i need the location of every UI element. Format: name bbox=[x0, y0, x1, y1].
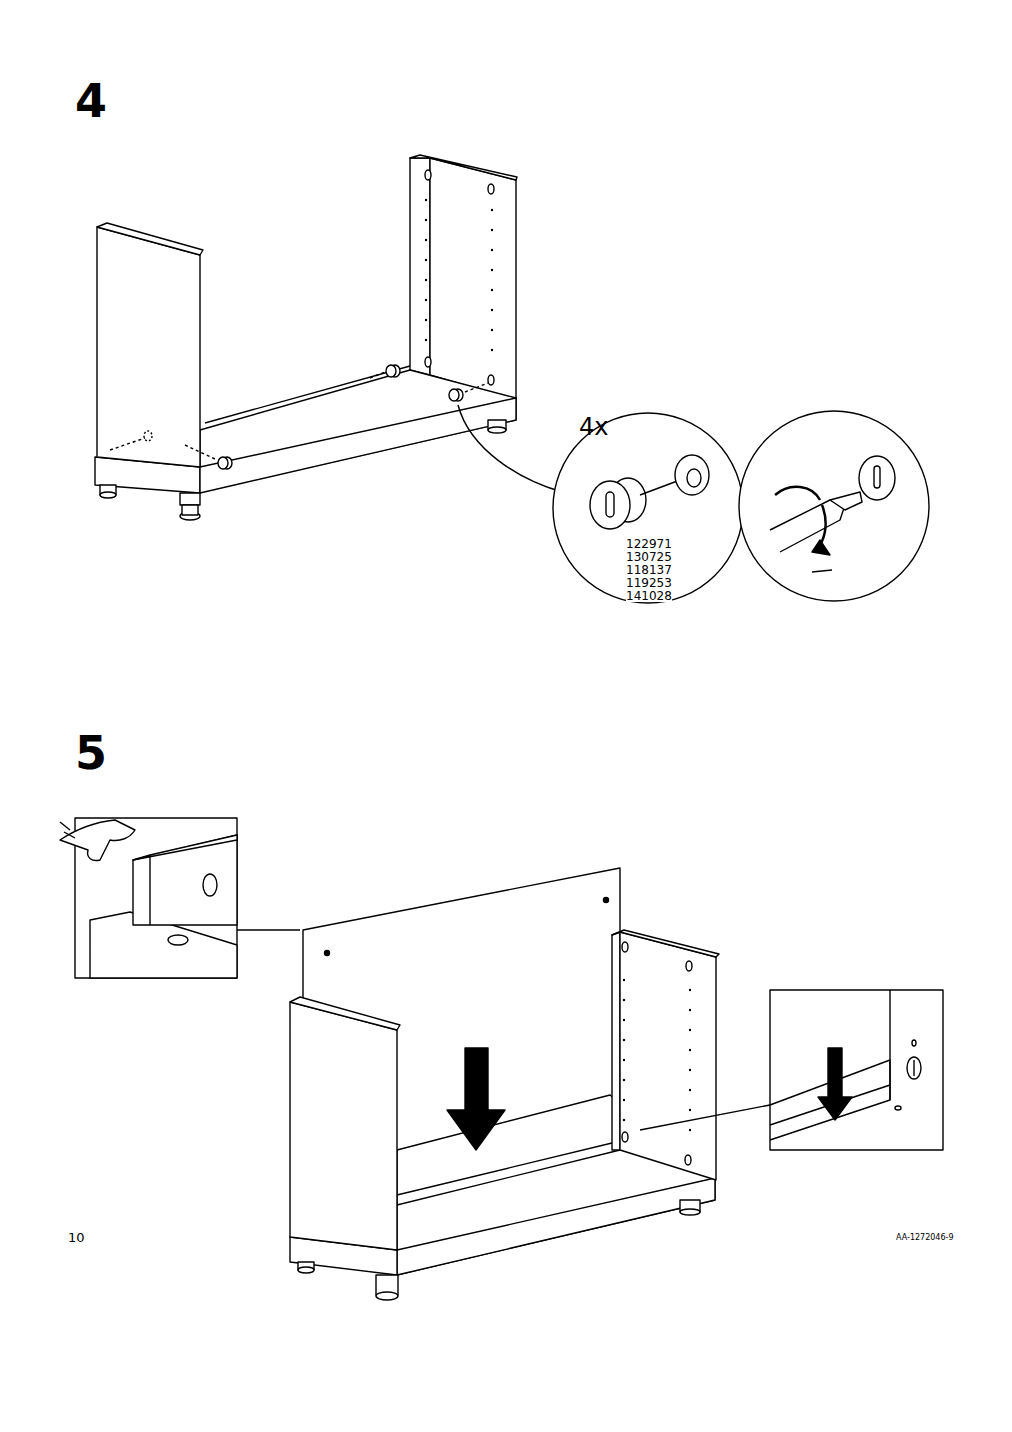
hole bbox=[488, 375, 494, 385]
bottom-edge bbox=[397, 1150, 620, 1205]
bottom-panel bbox=[200, 370, 516, 492]
panel-detail bbox=[133, 835, 237, 860]
side-panel bbox=[430, 158, 516, 400]
guide-line bbox=[465, 383, 488, 392]
side-panel bbox=[97, 227, 200, 467]
part-number: 119253 bbox=[626, 577, 672, 589]
screwdriver bbox=[770, 456, 895, 572]
panel-edge bbox=[410, 158, 430, 375]
leader-line bbox=[458, 405, 562, 492]
panel-top bbox=[612, 930, 719, 957]
panel-top bbox=[290, 997, 400, 1030]
leader-line bbox=[640, 1105, 770, 1130]
hole bbox=[168, 935, 188, 945]
bottom-edge bbox=[397, 1143, 612, 1195]
part-number: 118137 bbox=[626, 564, 672, 576]
plinth bbox=[397, 1178, 715, 1275]
quantity: 4x bbox=[579, 415, 608, 439]
panel-top bbox=[410, 155, 517, 180]
side-panel bbox=[620, 932, 716, 1180]
panel-edge bbox=[612, 932, 620, 1150]
foot bbox=[100, 420, 506, 520]
hand-icon bbox=[60, 820, 135, 861]
detail-box bbox=[770, 990, 943, 1150]
page-number: 10 bbox=[68, 1231, 85, 1244]
guide-line bbox=[370, 372, 385, 378]
guide-line bbox=[110, 438, 145, 450]
step-number: 4 bbox=[75, 78, 107, 124]
panel-top bbox=[97, 223, 203, 255]
arrow-down bbox=[818, 1048, 852, 1120]
panel-detail bbox=[133, 835, 237, 925]
detail-circle bbox=[739, 411, 929, 601]
detail-circle bbox=[553, 413, 743, 603]
arrow-down bbox=[447, 1048, 505, 1150]
cam-hole bbox=[907, 1057, 921, 1079]
step-number: 5 bbox=[75, 730, 107, 776]
part-number: 141028 bbox=[626, 590, 672, 602]
cam-lock bbox=[144, 365, 463, 469]
hole bbox=[425, 357, 431, 367]
hole bbox=[425, 170, 431, 180]
plinth bbox=[200, 398, 516, 493]
guide-line bbox=[185, 445, 217, 460]
hole bbox=[203, 874, 217, 896]
part-number: 130725 bbox=[626, 551, 672, 563]
side-panel bbox=[290, 1002, 397, 1250]
part-number: 122971 bbox=[626, 538, 672, 550]
cam-lock-detail bbox=[590, 455, 709, 529]
hole bbox=[488, 184, 494, 194]
hole bbox=[604, 898, 609, 903]
hole bbox=[325, 951, 330, 956]
document-code: AA-1272046-9 bbox=[896, 1234, 953, 1242]
leader-line bbox=[237, 929, 300, 930]
foot bbox=[298, 1200, 700, 1300]
bottom-edge bbox=[205, 366, 410, 423]
